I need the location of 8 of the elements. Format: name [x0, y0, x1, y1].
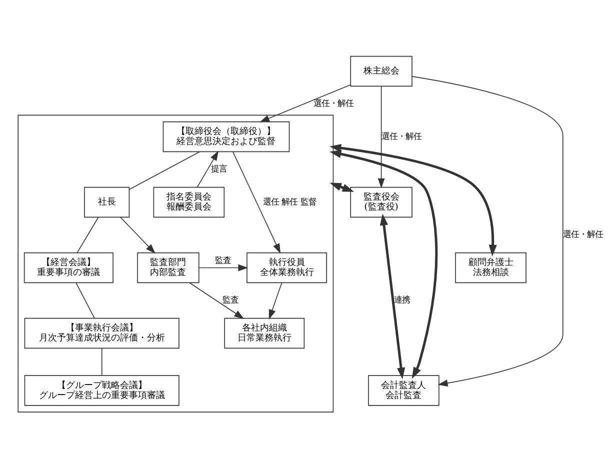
edge-label: 選任 解任 監督 — [263, 196, 316, 206]
edge-label: 連携 — [394, 294, 410, 304]
edge-label: 選任・解任 — [382, 130, 422, 140]
edge-label: 選任・解任 — [563, 228, 604, 239]
edge-label: 提言 — [210, 163, 227, 174]
edge-label: 監査 — [214, 254, 231, 264]
edge-label: 監査 — [222, 294, 238, 304]
edge-label: 選任・解任 — [314, 98, 354, 108]
